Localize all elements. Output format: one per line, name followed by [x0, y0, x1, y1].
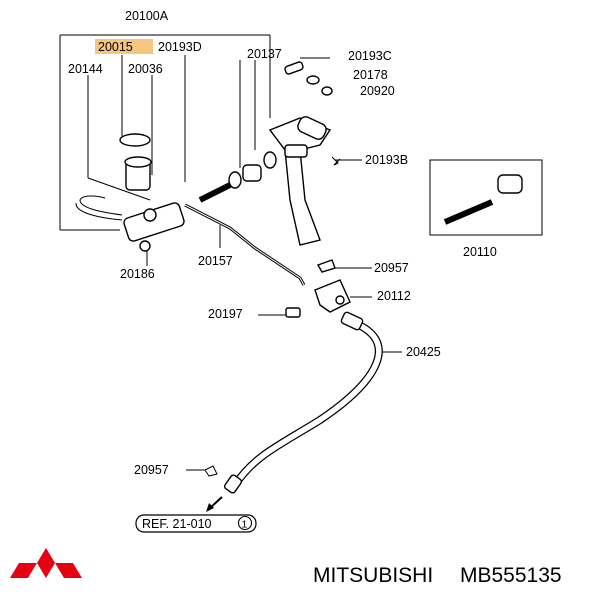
- label-20178: 20178: [353, 68, 388, 82]
- clutch-pedal: [268, 116, 332, 246]
- reference-arrow-icon: [206, 496, 223, 512]
- label-20112: 20112: [377, 289, 411, 303]
- pin-hardware: [284, 61, 341, 166]
- reference-text: REF. 21-010: [142, 517, 212, 531]
- label-20193B: 20193B: [365, 153, 408, 167]
- master-cylinder: [75, 195, 185, 252]
- bracket: [314, 259, 351, 313]
- assembly-bracket: [59, 34, 271, 231]
- mitsubishi-logo-icon: [10, 548, 82, 578]
- label-20110: 20110: [463, 245, 497, 259]
- reference-box: REF. 21-010 1: [135, 514, 257, 533]
- label-20957-upper: 20957: [374, 261, 409, 275]
- label-20920: 20920: [360, 84, 395, 98]
- label-20193C: 20193C: [348, 49, 392, 63]
- push-rod: [198, 151, 277, 203]
- label-20957-lower: 20957: [134, 463, 169, 477]
- highlight-box: [95, 39, 153, 54]
- label-20186: 20186: [120, 267, 155, 281]
- label-20197: 20197: [208, 307, 243, 321]
- bolt: [285, 307, 301, 318]
- label-20425: 20425: [406, 345, 441, 359]
- label-20137: 20137: [247, 47, 282, 61]
- label-20036: 20036: [128, 62, 163, 76]
- reference-circle-number: 1: [242, 519, 248, 531]
- brand-name: MITSUBISHI: [313, 564, 433, 587]
- label-20157: 20157: [198, 254, 233, 268]
- label-20193D: 20193D: [158, 40, 202, 54]
- pipe: [184, 203, 306, 286]
- part-number: MB555135: [460, 564, 562, 587]
- hose: [204, 311, 383, 494]
- label-20015: 20015: [98, 40, 133, 54]
- label-20100A: 20100A: [125, 9, 169, 23]
- label-20144: 20144: [68, 62, 103, 76]
- repair-kit-box: [429, 159, 543, 236]
- reservoir: [119, 133, 152, 191]
